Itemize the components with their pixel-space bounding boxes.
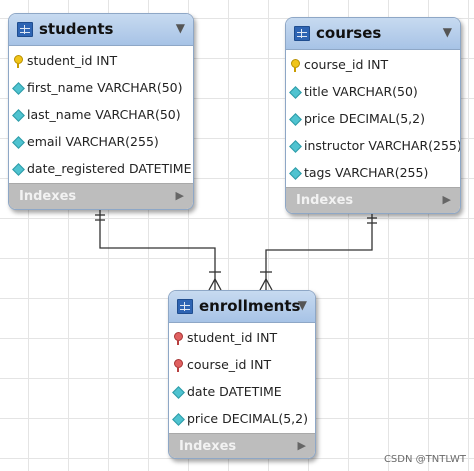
column-diamond-icon	[289, 140, 302, 153]
column-diamond-icon	[12, 82, 25, 95]
table-title: courses	[316, 24, 382, 42]
column-definition: student_id INT	[187, 330, 278, 345]
table-title: students	[39, 20, 114, 38]
table-icon	[294, 26, 310, 41]
watermark: CSDN @TNTLWT	[383, 454, 466, 465]
column-row[interactable]: student_id INT	[169, 325, 315, 352]
relationship-courses-enrollments	[265, 213, 373, 290]
collapse-caret-icon[interactable]: ▼	[297, 298, 307, 312]
column-definition: title VARCHAR(50)	[304, 84, 418, 99]
expand-arrow-icon[interactable]: ▶	[297, 439, 306, 452]
enrollments-table[interactable]: enrollments ▼ student_id INT course_id I…	[168, 290, 316, 459]
collapse-caret-icon[interactable]: ▼	[175, 21, 185, 35]
column-diamond-icon	[12, 136, 25, 149]
column-definition: course_id INT	[304, 57, 389, 72]
column-row[interactable]: email VARCHAR(255)	[9, 129, 193, 156]
column-definition: date_registered DATETIME	[27, 161, 192, 176]
column-diamond-icon	[172, 413, 185, 426]
primary-key-icon	[14, 55, 23, 68]
indexes-label: Indexes	[19, 189, 77, 204]
column-definition: course_id INT	[187, 357, 272, 372]
column-diamond-icon	[289, 167, 302, 180]
column-definition: first_name VARCHAR(50)	[27, 80, 183, 95]
column-definition: last_name VARCHAR(50)	[27, 107, 181, 122]
table-icon	[177, 299, 193, 314]
column-row[interactable]: student_id INT	[9, 48, 193, 75]
column-row[interactable]: last_name VARCHAR(50)	[9, 102, 193, 129]
expand-arrow-icon[interactable]: ▶	[442, 193, 451, 206]
relationship-students-enrollments	[99, 209, 216, 290]
table-title: enrollments	[199, 297, 301, 315]
column-definition: email VARCHAR(255)	[27, 134, 159, 149]
column-row[interactable]: date DATETIME	[169, 379, 315, 406]
column-definition: price DECIMAL(5,2)	[187, 411, 308, 426]
foreign-key-icon	[174, 359, 183, 372]
column-row[interactable]: tags VARCHAR(255)	[286, 160, 460, 187]
indexes-label: Indexes	[179, 439, 237, 454]
column-diamond-icon	[289, 86, 302, 99]
crowfoot-enroll-left	[208, 277, 222, 291]
foreign-key-icon	[174, 332, 183, 345]
column-definition: instructor VARCHAR(255)	[304, 138, 461, 153]
expand-arrow-icon[interactable]: ▶	[175, 189, 184, 202]
indexes-section[interactable]: Indexes ▶	[286, 187, 460, 213]
column-definition: price DECIMAL(5,2)	[304, 111, 425, 126]
students-table[interactable]: students ▼ student_id INT first_name VAR…	[8, 13, 194, 210]
indexes-section[interactable]: Indexes ▶	[169, 433, 315, 458]
collapse-caret-icon[interactable]: ▼	[442, 25, 452, 39]
courses-table[interactable]: courses ▼ course_id INT title VARCHAR(50…	[285, 17, 461, 214]
column-row[interactable]: instructor VARCHAR(255)	[286, 133, 460, 160]
column-diamond-icon	[172, 386, 185, 399]
column-row[interactable]: title VARCHAR(50)	[286, 79, 460, 106]
column-row[interactable]: course_id INT	[286, 52, 460, 79]
table-icon	[17, 22, 33, 37]
indexes-section[interactable]: Indexes ▶	[9, 183, 193, 209]
primary-key-icon	[291, 59, 300, 72]
column-row[interactable]: first_name VARCHAR(50)	[9, 75, 193, 102]
table-header[interactable]: enrollments ▼	[169, 291, 315, 323]
table-header[interactable]: courses ▼	[286, 18, 460, 50]
table-header[interactable]: students ▼	[9, 14, 193, 46]
column-row[interactable]: price DECIMAL(5,2)	[169, 406, 315, 433]
column-row[interactable]: course_id INT	[169, 352, 315, 379]
column-row[interactable]: date_registered DATETIME	[9, 156, 193, 183]
column-diamond-icon	[12, 109, 25, 122]
column-definition: student_id INT	[27, 53, 118, 68]
column-definition: date DATETIME	[187, 384, 282, 399]
column-diamond-icon	[289, 113, 302, 126]
crowfoot-enroll-right	[259, 277, 273, 291]
column-row[interactable]: price DECIMAL(5,2)	[286, 106, 460, 133]
column-diamond-icon	[12, 163, 25, 176]
column-definition: tags VARCHAR(255)	[304, 165, 429, 180]
indexes-label: Indexes	[296, 193, 354, 208]
